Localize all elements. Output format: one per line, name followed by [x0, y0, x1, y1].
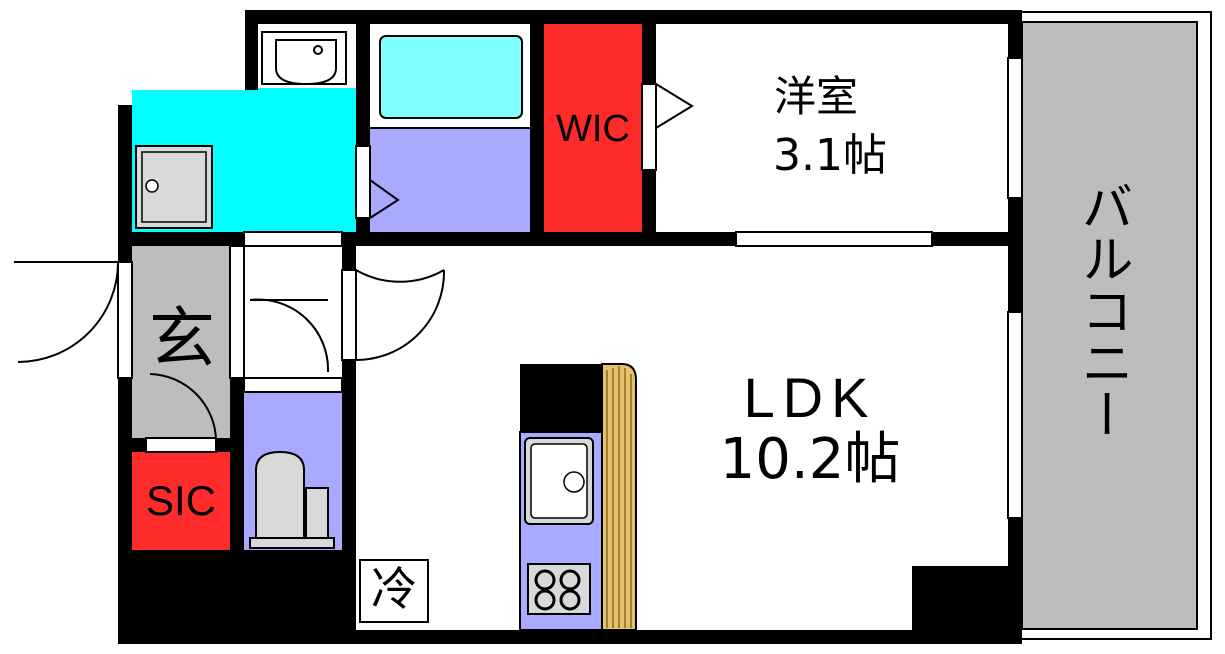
western-room-size: 3.1帖	[773, 130, 887, 181]
balcony-label: バルコニー	[1072, 180, 1132, 440]
ldk-name: LDK	[743, 366, 877, 429]
bathtub	[379, 35, 523, 119]
washroom-top	[258, 88, 356, 94]
kitchen-counter	[519, 363, 637, 631]
balcony	[1017, 11, 1212, 640]
western-room-name: 洋室	[773, 72, 858, 121]
ldk-room	[356, 246, 1008, 630]
bathroom-floor	[370, 128, 530, 232]
sic-room	[132, 452, 230, 550]
hall	[244, 246, 342, 378]
ldk-size: 10.2帖	[719, 427, 901, 492]
fridge-space	[359, 559, 429, 623]
ldk-corner-column	[912, 566, 1008, 632]
fridge-label: 冷	[371, 562, 417, 616]
western-room	[656, 24, 1008, 232]
doors	[14, 83, 694, 441]
washbasin	[261, 31, 347, 86]
entrance-floor	[132, 246, 230, 438]
sic-label: SIC	[145, 477, 216, 524]
wic-room	[544, 24, 642, 232]
entrance-label: 玄	[149, 300, 215, 377]
toilet-fixture	[249, 450, 335, 549]
wic-label: WIC	[556, 108, 630, 150]
washing-machine-pan	[135, 145, 213, 229]
